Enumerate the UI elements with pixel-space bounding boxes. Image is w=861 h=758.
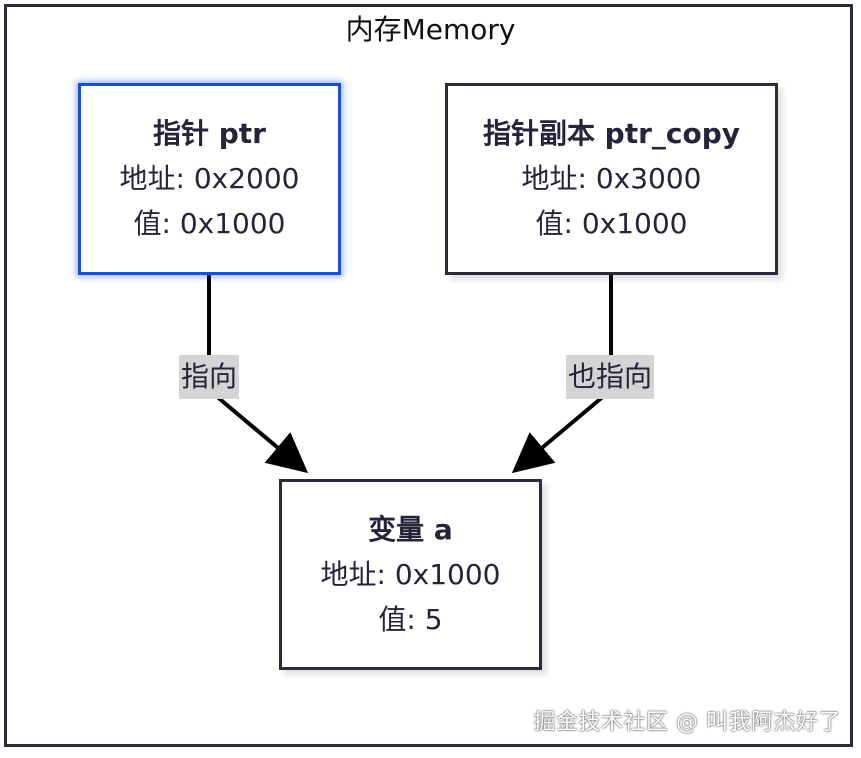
node-ptr-value: 值: 0x1000 bbox=[133, 207, 286, 240]
node-ptr-copy-title: 指针副本 ptr_copy bbox=[482, 117, 741, 150]
watermark: 掘金技术社区 @ 叫我阿杰好了 bbox=[533, 710, 841, 735]
node-a-value: 值: 5 bbox=[378, 603, 443, 636]
node-ptr-copy-address: 地址: 0x3000 bbox=[521, 162, 702, 195]
node-ptr[interactable]: 指针 ptr 地址: 0x2000 值: 0x1000 bbox=[78, 83, 341, 275]
edge-label-ptr: 指向 bbox=[179, 355, 240, 399]
container-title: 内存Memory bbox=[345, 13, 516, 46]
memory-container bbox=[4, 4, 853, 747]
node-ptr-address: 地址: 0x2000 bbox=[119, 162, 300, 195]
node-ptr-title: 指针 ptr bbox=[153, 117, 266, 150]
node-a-title: 变量 a bbox=[368, 513, 453, 546]
node-ptr-copy[interactable]: 指针副本 ptr_copy 地址: 0x3000 值: 0x1000 bbox=[445, 83, 778, 275]
node-a-address: 地址: 0x1000 bbox=[320, 558, 501, 591]
edge-label-ptr-copy: 也指向 bbox=[566, 355, 655, 399]
node-variable-a[interactable]: 变量 a 地址: 0x1000 值: 5 bbox=[279, 479, 542, 670]
node-ptr-copy-value: 值: 0x1000 bbox=[535, 207, 688, 240]
